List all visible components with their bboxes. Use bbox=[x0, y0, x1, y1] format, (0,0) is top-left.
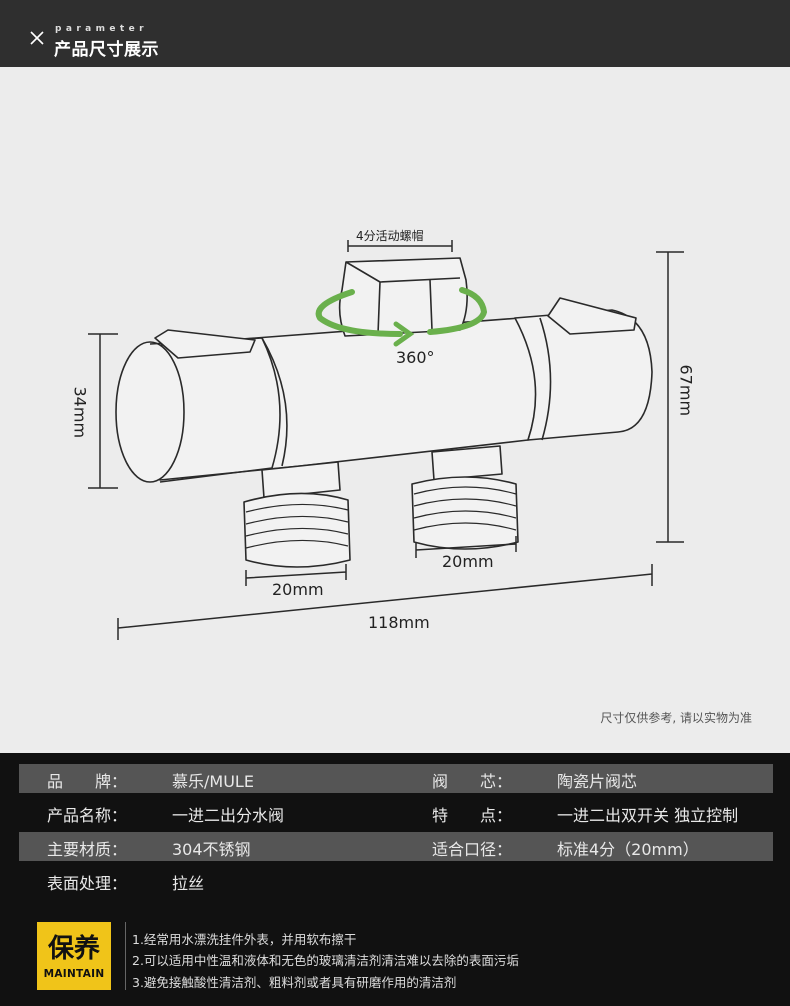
spec-key: 表面处理： bbox=[47, 874, 128, 893]
spec-key: 产品名称： bbox=[47, 806, 128, 825]
page-title: 产品尺寸展示 bbox=[54, 40, 159, 60]
spec-key: 品 牌： bbox=[47, 772, 128, 791]
left-cap bbox=[115, 341, 185, 483]
spec-key: 适合口径： bbox=[432, 840, 513, 859]
spec-value: 一进二出分水阀 bbox=[172, 806, 285, 825]
total-height-label: 67mm bbox=[676, 364, 696, 417]
nut-label: 4分活动螺帽 bbox=[356, 229, 424, 243]
spec-row: 产品名称： 一进二出分水阀 特 点： 一进二出双开关 独立控制 bbox=[19, 798, 773, 827]
maintain-item: 2.可以适用中性温和液体和无色的玻璃清洁剂清洁难以去除的表面污垢 bbox=[132, 953, 519, 968]
right-handle bbox=[547, 297, 637, 335]
left-outlet-label: 20mm bbox=[272, 580, 324, 599]
divider bbox=[125, 922, 126, 990]
close-icon[interactable] bbox=[30, 31, 44, 45]
left-handle bbox=[154, 329, 256, 359]
rotation-label: 360° bbox=[396, 348, 435, 367]
left-outlet-neck bbox=[261, 461, 341, 499]
maintain-badge-en: MAINTAIN bbox=[43, 968, 105, 980]
rotation-arrow-icon bbox=[315, 287, 488, 347]
maintain-item: 3.避免接触酸性清洁剂、粗料剂或者具有研磨作用的清洁剂 bbox=[132, 975, 457, 990]
header-subtitle: parameter bbox=[55, 24, 148, 34]
spec-value: 304不锈钢 bbox=[172, 840, 251, 859]
dimension-figure: 4分活动螺帽 360° 34mm 67mm 20mm 20mm 118mm 尺寸… bbox=[0, 67, 790, 753]
length-label: 118mm bbox=[368, 613, 430, 632]
spec-value: 标准4分（20mm） bbox=[557, 840, 699, 859]
spec-value: 陶瓷片阀芯 bbox=[557, 772, 638, 791]
spec-row: 品 牌： 慕乐/MULE 阀 芯： 陶瓷片阀芯 bbox=[19, 764, 773, 793]
maintain-badge-cn: 保养 bbox=[47, 934, 100, 964]
valve-drawing bbox=[88, 240, 684, 640]
spec-key: 主要材质： bbox=[47, 840, 128, 859]
right-outlet-neck bbox=[431, 445, 503, 481]
spec-row: 主要材质： 304不锈钢 适合口径： 标准4分（20mm） bbox=[19, 832, 773, 861]
spec-value: 一进二出双开关 独立控制 bbox=[557, 806, 739, 825]
maintain-badge: 保养 MAINTAIN bbox=[37, 922, 111, 990]
height-label: 34mm bbox=[70, 386, 90, 439]
size-note: 尺寸仅供参考, 请以实物为准 bbox=[600, 711, 752, 725]
right-outlet-label: 20mm bbox=[442, 552, 494, 571]
spec-key: 特 点： bbox=[432, 806, 513, 825]
spec-value: 慕乐/MULE bbox=[172, 772, 254, 791]
right-outlet-thread bbox=[411, 476, 519, 550]
spec-value: 拉丝 bbox=[172, 874, 205, 893]
spec-row: 表面处理： 拉丝 bbox=[19, 866, 773, 895]
header-bar: parameter 产品尺寸展示 bbox=[0, 0, 790, 67]
left-outlet-thread bbox=[243, 492, 351, 568]
maintain-item: 1.经常用水漂洗挂件外表，并用软布擦干 bbox=[132, 932, 357, 947]
spec-key: 阀 芯： bbox=[432, 772, 513, 791]
